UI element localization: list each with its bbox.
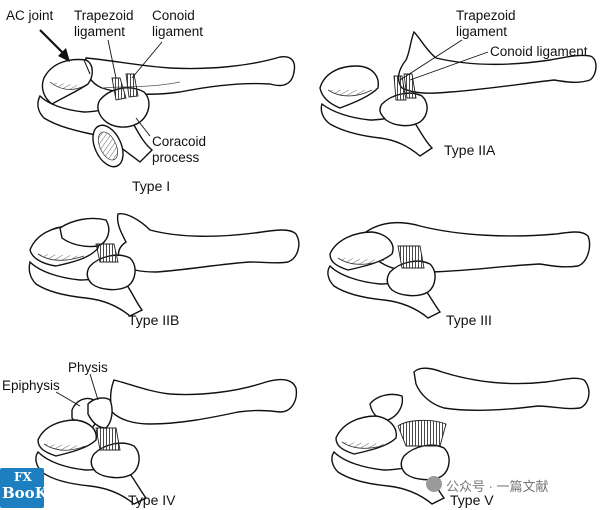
caption-type-4: Type IV [128,492,176,508]
trapezoid-ligament [393,75,407,101]
conoid-ligament-label: Conoid ligament [152,8,204,39]
panel-type-3 [327,221,591,319]
panel-type-5 [331,367,590,505]
panel-type-2b [28,213,300,317]
scapula [320,102,434,157]
ligaments [95,427,121,451]
ac-joint-label: AC joint [6,8,54,23]
physis-fragment [87,397,113,429]
torn-ligaments [397,419,447,447]
acromion [37,419,97,457]
clavicle [413,367,590,411]
scapula [28,260,144,317]
clavicle [116,213,300,273]
ligaments [397,245,425,269]
conoid-ligament [125,73,139,98]
coracoid-process [400,444,450,481]
ligaments [95,243,119,263]
type2a-leaders [399,39,489,81]
caption-type-2b: Type IIB [128,312,180,328]
caption-type-2a: Type IIA [444,142,496,158]
physis-label: Physis [68,360,108,375]
type1-leaders [107,39,163,137]
trapezoid-ligament [111,77,127,101]
caption-type-1: Type I [132,178,171,194]
scapula [331,450,446,505]
distal-clavicle-fragment [59,217,110,248]
watermark-text: 公众号 · 一篇文献 [446,479,549,494]
acromion [319,65,379,109]
trapezoid-ligament-label: Trapezoid ligament [74,8,134,39]
conoid-ligament-label-2a: Conoid ligament [490,44,588,59]
coracoid-process-label: Coracoid process [152,134,207,165]
ac-joint-arrow [39,29,70,62]
acromion [41,58,93,105]
caption-type-3: Type III [446,312,492,328]
wechat-icon [426,476,442,492]
scapula [327,264,442,319]
clavicle [397,30,597,94]
clavicle [109,378,298,425]
epiphysis-label: Epiphysis [2,378,60,393]
panel-type-4 [35,378,298,505]
caption-type-5: Type V [450,492,494,508]
coracoid-process [86,254,136,291]
type4-leaders [55,373,99,407]
trapezoid-ligament-label-2a: Trapezoid ligament [456,8,516,39]
panel-type-1 [37,55,296,168]
fxbook-logo: FX BooK [0,468,48,508]
coracoid-process [90,442,140,479]
panel-type-2a [319,30,597,157]
